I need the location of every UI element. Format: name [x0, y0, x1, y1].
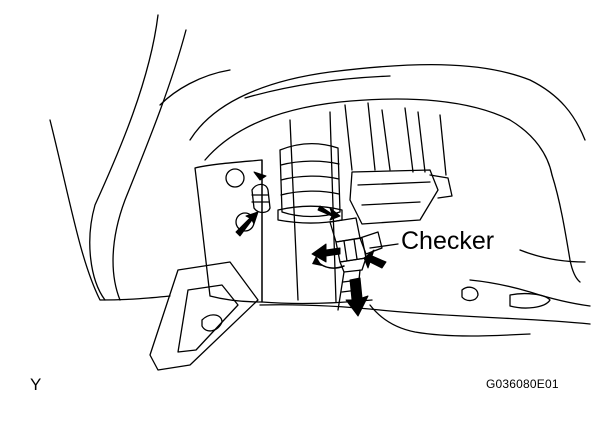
pipe-connector-tab [429, 174, 453, 199]
body-panel-edge [49, 119, 171, 301]
corner-mark: Y [30, 375, 42, 394]
top-arch-second [244, 75, 391, 99]
right-panel-flange [469, 279, 591, 307]
boot-rib-1 [280, 160, 340, 166]
bracket-hole-upper [225, 168, 245, 188]
pipe-c-left [417, 111, 426, 173]
right-panel-edge [551, 174, 581, 283]
right-hole [461, 286, 479, 302]
boot-rib-3 [280, 190, 340, 196]
shaft-left-edge [289, 119, 299, 301]
top-arch-outer [189, 63, 586, 141]
body-panel-ridge [159, 69, 231, 106]
shaft-boot [279, 143, 341, 218]
checker-leader-line [369, 243, 399, 249]
bracket-arm-slot [201, 314, 223, 332]
arrow-icon [311, 243, 341, 263]
top-arch-inner [204, 98, 553, 176]
pipe-c-right [439, 114, 447, 176]
checker-tool [359, 231, 383, 255]
hose-clip-band [251, 194, 270, 203]
arrow-icon [235, 211, 259, 237]
pipe-a-left [344, 104, 353, 171]
pipe-connector-detail [357, 181, 431, 206]
boot-rib-2 [280, 175, 340, 181]
body-panel-inner-curve [112, 29, 187, 301]
pipe-b-left [381, 109, 391, 171]
right-panel-lower [519, 249, 586, 263]
hose-clip [251, 183, 271, 214]
arrow-icon [363, 249, 387, 269]
checker-label: Checker [401, 227, 495, 255]
pipe-b-right [404, 107, 414, 173]
rotation-arrow-head-icon [312, 256, 322, 266]
pipe-connector-block [349, 169, 439, 225]
floor-panel-step [369, 304, 531, 337]
right-slot [509, 293, 551, 309]
shaft-right-edge [329, 111, 337, 303]
bracket-arm [149, 261, 259, 371]
hose-line-left [337, 271, 345, 311]
body-panel-outer-curve [89, 14, 159, 301]
arrow-icon [317, 205, 341, 221]
bracket-plate [194, 159, 263, 303]
floor-panel-edge [259, 304, 591, 325]
hose-fitting-nut-lines [343, 238, 358, 262]
bracket-arm-inner [177, 284, 239, 353]
arrow-icon [345, 277, 369, 317]
hose-fitting-lower [339, 257, 367, 273]
arrow-icon [253, 171, 267, 181]
pipe-a-right [367, 102, 376, 171]
figure-code: G036080E01 [486, 377, 559, 391]
